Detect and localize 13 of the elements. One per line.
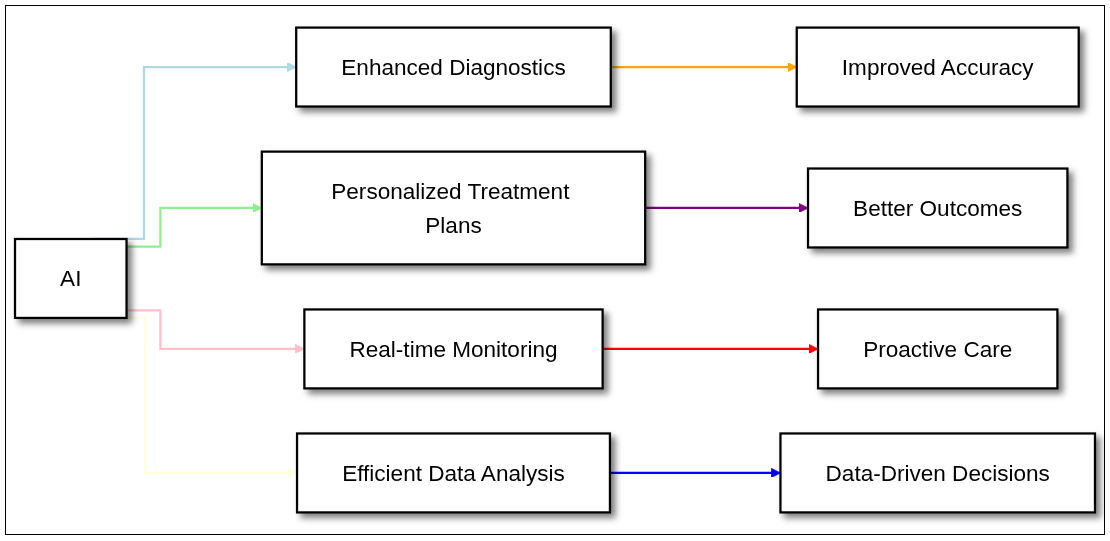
arrow [126, 309, 305, 354]
arrow [609, 468, 781, 478]
node-box: Better Outcomes [806, 167, 1069, 249]
node-box: Efficient Data Analysis [295, 432, 612, 514]
node-box: Improved Accuracy [795, 26, 1080, 108]
node-box: Proactive Care [816, 308, 1059, 390]
node-box: Real-time Monitoring [303, 308, 604, 390]
node-box: Data-Driven Decisions [779, 432, 1097, 514]
node-box: AI [13, 237, 128, 320]
arrow [645, 203, 809, 213]
node-box: Personalized Treatment Plans [260, 150, 647, 266]
node-box: Enhanced Diagnostics [295, 26, 612, 108]
arrow [602, 343, 819, 354]
